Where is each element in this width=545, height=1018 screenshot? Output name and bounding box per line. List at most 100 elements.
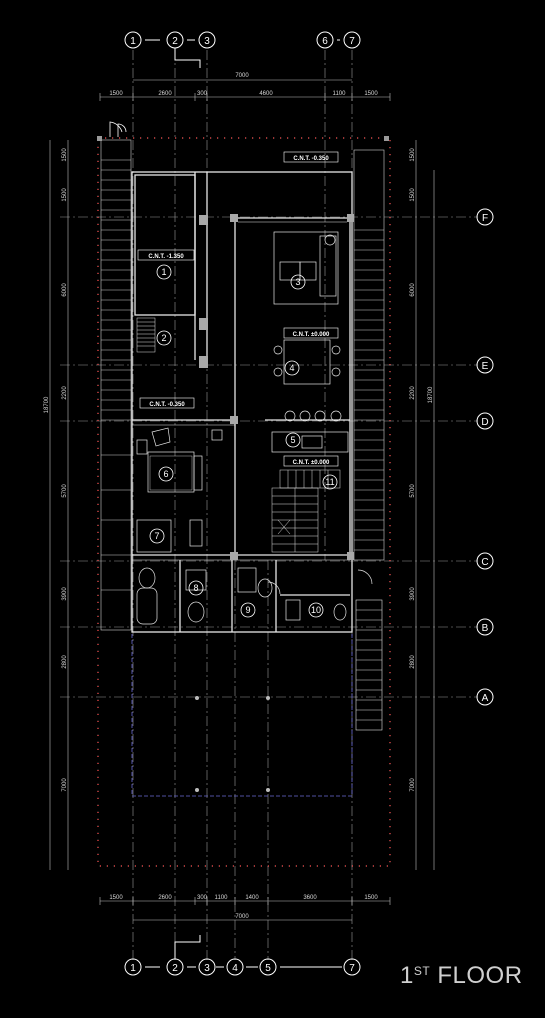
grid-label-top-6: 6: [322, 36, 328, 47]
grid-bubbles-bottom: [124, 935, 361, 976]
room-tag: [284, 360, 300, 376]
level-label: C.N.T. ±0.000: [293, 460, 330, 466]
grid-bubble: [343, 958, 361, 976]
room-tag: [149, 528, 165, 544]
room-label: 4: [289, 363, 294, 373]
parking-bollards: [195, 696, 270, 792]
grid-label-row-F: F: [482, 213, 488, 224]
room-label: 10: [311, 605, 321, 615]
dimension-lines: [49, 79, 435, 921]
dim-right: 5700: [410, 484, 416, 498]
grid-bubble: [476, 208, 494, 226]
room-tag: [240, 602, 256, 618]
room-label: 6: [163, 469, 168, 479]
dim-left: 3900: [62, 587, 68, 601]
property-boundary: [97, 137, 391, 867]
room-label: 7: [154, 531, 159, 541]
grid-label-top-1: 1: [130, 36, 136, 47]
dim-top-total: 7000: [235, 73, 249, 79]
dim-bottom-total: 7000: [235, 914, 249, 920]
dim-right: 2800: [410, 655, 416, 669]
dim-right: 1500: [410, 148, 416, 162]
main-stair: [271, 469, 341, 553]
grid-label-row-A: A: [482, 693, 489, 704]
grid-label-row-D: D: [481, 417, 488, 428]
entrance-gate: [109, 121, 127, 137]
structural-columns: [199, 214, 354, 560]
corner-column: [384, 136, 389, 141]
room-tags: [149, 264, 338, 618]
level-label: C.N.T. -0.350: [149, 402, 185, 408]
dim-top: 2600: [158, 91, 172, 97]
room-label: 11: [325, 477, 334, 487]
grid-bubbles-top: [124, 31, 361, 68]
floor-title-text: FLOOR: [437, 962, 523, 989]
dim-right: 1500: [410, 188, 416, 202]
room-tag: [308, 602, 324, 618]
room-tag: [322, 474, 338, 490]
grid-bubble: [476, 356, 494, 374]
grid-label-bottom-1: 1: [130, 963, 136, 974]
parking-outline: [131, 631, 353, 797]
dim-left: 1500: [62, 188, 68, 202]
grid-bubble: [476, 412, 494, 430]
room-label: 2: [161, 333, 166, 343]
dim-right: 7000: [410, 778, 416, 792]
grid-label-row-C: C: [481, 557, 488, 568]
level-label: C.N.T. ±0.000: [293, 332, 330, 338]
bathroom-fixtures: [136, 567, 373, 625]
dim-left-total: 18700: [44, 396, 50, 413]
grid-bubble: [316, 31, 334, 49]
grid-bubble: [198, 31, 216, 49]
dim-left: 6000: [62, 283, 68, 297]
dim-left: 1500: [62, 148, 68, 162]
room-tag: [156, 330, 172, 346]
grid-label-top-3: 3: [204, 36, 210, 47]
room-label: 3: [295, 277, 300, 287]
room-tag: [156, 264, 172, 280]
dim-top: 1100: [333, 91, 347, 97]
dim-top: 300: [197, 91, 208, 97]
dim-left: 2800: [62, 655, 68, 669]
level-label: C.N.T. -1.350: [148, 254, 184, 260]
dim-left: 5700: [62, 484, 68, 498]
dim-left: 2200: [62, 386, 68, 400]
room-label: 5: [290, 435, 295, 445]
grid-label-bottom-5: 5: [265, 963, 271, 974]
external-stair: [355, 599, 383, 731]
dim-top: 1500: [364, 91, 378, 97]
grid-label-bottom-4: 4: [232, 963, 238, 974]
grid-bubble: [198, 958, 216, 976]
dim-bottom: 2600: [158, 895, 172, 901]
grid-label-bottom-7: 7: [349, 963, 355, 974]
grid-label-bottom-2: 2: [172, 963, 178, 974]
dim-bottom: 1500: [364, 895, 378, 901]
bedroom-furniture: [136, 427, 223, 553]
room-tag: [290, 274, 306, 290]
grid-bubble: [226, 958, 244, 976]
grid-label-top-7: 7: [349, 36, 355, 47]
floor-title-suffix: ST: [413, 964, 431, 978]
grid-label-top-2: 2: [172, 36, 178, 47]
room-tag: [285, 432, 301, 448]
room-label: 9: [245, 605, 250, 615]
floor-title-number: 1: [400, 962, 414, 989]
dim-right: 6000: [410, 283, 416, 297]
grid-bubbles-right: [476, 208, 494, 706]
corner-column: [97, 136, 102, 141]
dim-right: 2200: [410, 386, 416, 400]
grid-bubble: [259, 958, 277, 976]
side-planting-strip: [100, 139, 132, 631]
level-tags: [137, 151, 339, 467]
floor-title: 1ST FLOOR: [400, 962, 523, 990]
dim-top: 1500: [109, 91, 123, 97]
grid-label-row-E: E: [482, 361, 489, 372]
grid-bubble: [476, 688, 494, 706]
grid-lines: [60, 50, 478, 960]
room-tag: [188, 580, 204, 596]
grid-label-bottom-3: 3: [204, 963, 210, 974]
room-label: 8: [193, 583, 198, 593]
living-furniture: [271, 231, 349, 453]
dim-bottom: 300: [197, 895, 208, 901]
